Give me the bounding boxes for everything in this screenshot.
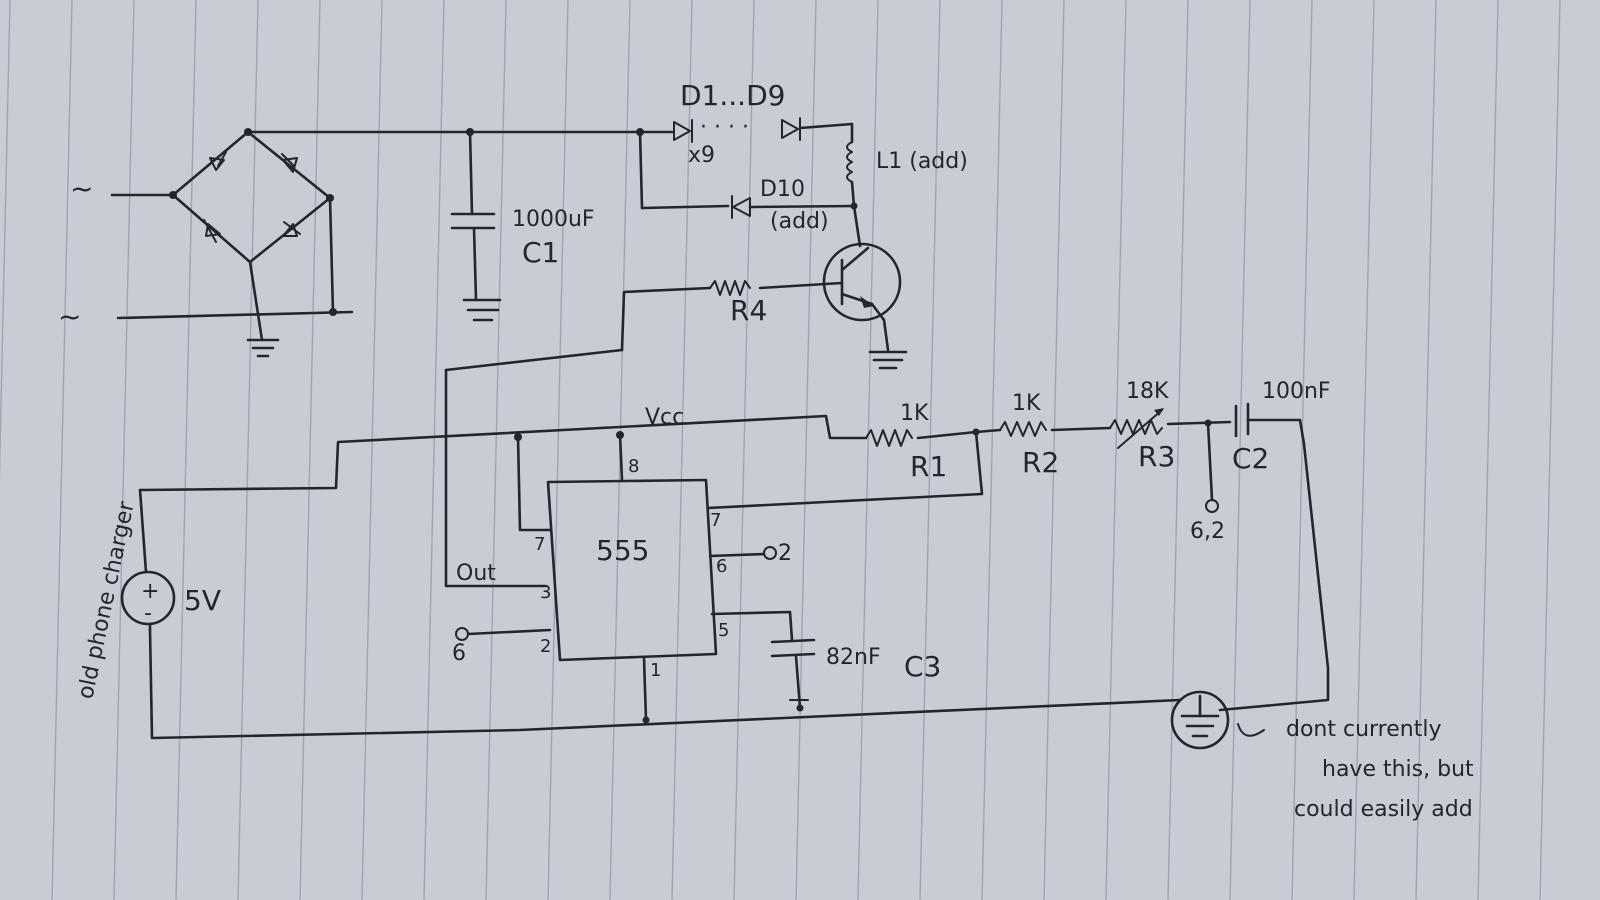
resistor-r4 bbox=[444, 280, 844, 372]
bridge-rectifier bbox=[110, 128, 354, 358]
source-voltage-label: 5V bbox=[184, 584, 221, 617]
pin-2-label: 2 bbox=[540, 636, 551, 657]
paper-rule-lines bbox=[0, 0, 1561, 900]
ac-input-top-label: ~ bbox=[70, 172, 93, 205]
source-minus-label: - bbox=[144, 601, 152, 626]
source-plus-label: + bbox=[141, 579, 159, 604]
pin-5-lead bbox=[710, 610, 794, 642]
inductor-l1 bbox=[846, 122, 858, 210]
bridge-diode-4 bbox=[282, 221, 301, 237]
node-62-label: 6,2 bbox=[1190, 519, 1225, 544]
c1-name-label: C1 bbox=[522, 236, 559, 269]
vcc-label: Vcc bbox=[645, 405, 684, 430]
ac-input-bottom-label: ~ bbox=[58, 300, 81, 333]
bridge-diode-3 bbox=[203, 219, 221, 243]
pin-1-lead bbox=[642, 656, 648, 722]
earth-ground-symbol bbox=[1170, 690, 1265, 750]
r4-name-label: R4 bbox=[730, 294, 767, 327]
node-6-label: 6 bbox=[452, 641, 466, 666]
ground-return-wire bbox=[148, 628, 1182, 740]
d10-note-label: (add) bbox=[770, 209, 829, 234]
diodes-count-label: x9 bbox=[688, 143, 715, 168]
output-wire bbox=[444, 368, 548, 588]
npn-transistor bbox=[822, 204, 908, 370]
pin-8-lead bbox=[618, 433, 624, 482]
diodes-title-label: D1...D9 bbox=[680, 79, 785, 112]
capacitor-c2 bbox=[1218, 402, 1330, 712]
capacitor-c1 bbox=[450, 130, 502, 322]
output-label: Out bbox=[456, 561, 496, 586]
capacitor-c3 bbox=[770, 638, 816, 710]
vcc-rail bbox=[138, 414, 868, 492]
r3-value-label: 18K bbox=[1126, 379, 1169, 404]
pin-1-label: 1 bbox=[650, 660, 661, 681]
node-2-label: 2 bbox=[778, 541, 792, 566]
pin-6-label: 6 bbox=[716, 556, 727, 577]
pin-3-label: 3 bbox=[540, 582, 551, 603]
pin-8-label: 8 bbox=[628, 456, 639, 477]
d10-label: D10 bbox=[760, 177, 805, 202]
c2-name-label: C2 bbox=[1232, 442, 1269, 475]
voltage-source-5v bbox=[120, 488, 176, 632]
pin-5-label: 5 bbox=[718, 620, 729, 641]
pin-6-lead bbox=[708, 552, 766, 558]
r1-value-label: 1K bbox=[900, 401, 929, 426]
c1-value-label: 1000uF bbox=[512, 207, 595, 232]
ic-555-label: 555 bbox=[596, 534, 649, 567]
trigger-threshold-tap bbox=[1205, 421, 1219, 513]
r2-value-label: 1K bbox=[1012, 391, 1041, 416]
c3-name-label: C3 bbox=[904, 650, 941, 683]
ground-note-line-1: dont currently bbox=[1286, 717, 1441, 742]
ground-note-line-3: could easily add bbox=[1294, 797, 1473, 822]
bridge-diode-1 bbox=[209, 151, 227, 171]
discharge-wire bbox=[706, 430, 984, 510]
led-string-d1-d9: · · · · bbox=[673, 115, 854, 143]
r3-name-label: R3 bbox=[1138, 440, 1175, 473]
inductor-label: L1 (add) bbox=[876, 149, 968, 174]
pin-4-label: 7 bbox=[534, 534, 545, 555]
pin-7-label: 7 bbox=[710, 510, 721, 531]
r1-name-label: R1 bbox=[910, 450, 947, 483]
resistor-r2 bbox=[974, 421, 1112, 437]
pin-4-lead bbox=[516, 435, 552, 532]
bridge-ground-symbol bbox=[246, 338, 280, 358]
pin-2-lead bbox=[466, 628, 552, 636]
c2-value-label: 100nF bbox=[1262, 379, 1331, 404]
r2-name-label: R2 bbox=[1022, 446, 1059, 479]
c3-value-label: 82nF bbox=[826, 645, 881, 670]
svg-text:· · · ·: · · · · bbox=[700, 115, 749, 140]
bridge-diode-2 bbox=[281, 153, 298, 173]
ground-note-line-2: have this, but bbox=[1322, 757, 1474, 782]
ic-555 bbox=[546, 478, 718, 662]
diode-d10 bbox=[638, 130, 856, 219]
